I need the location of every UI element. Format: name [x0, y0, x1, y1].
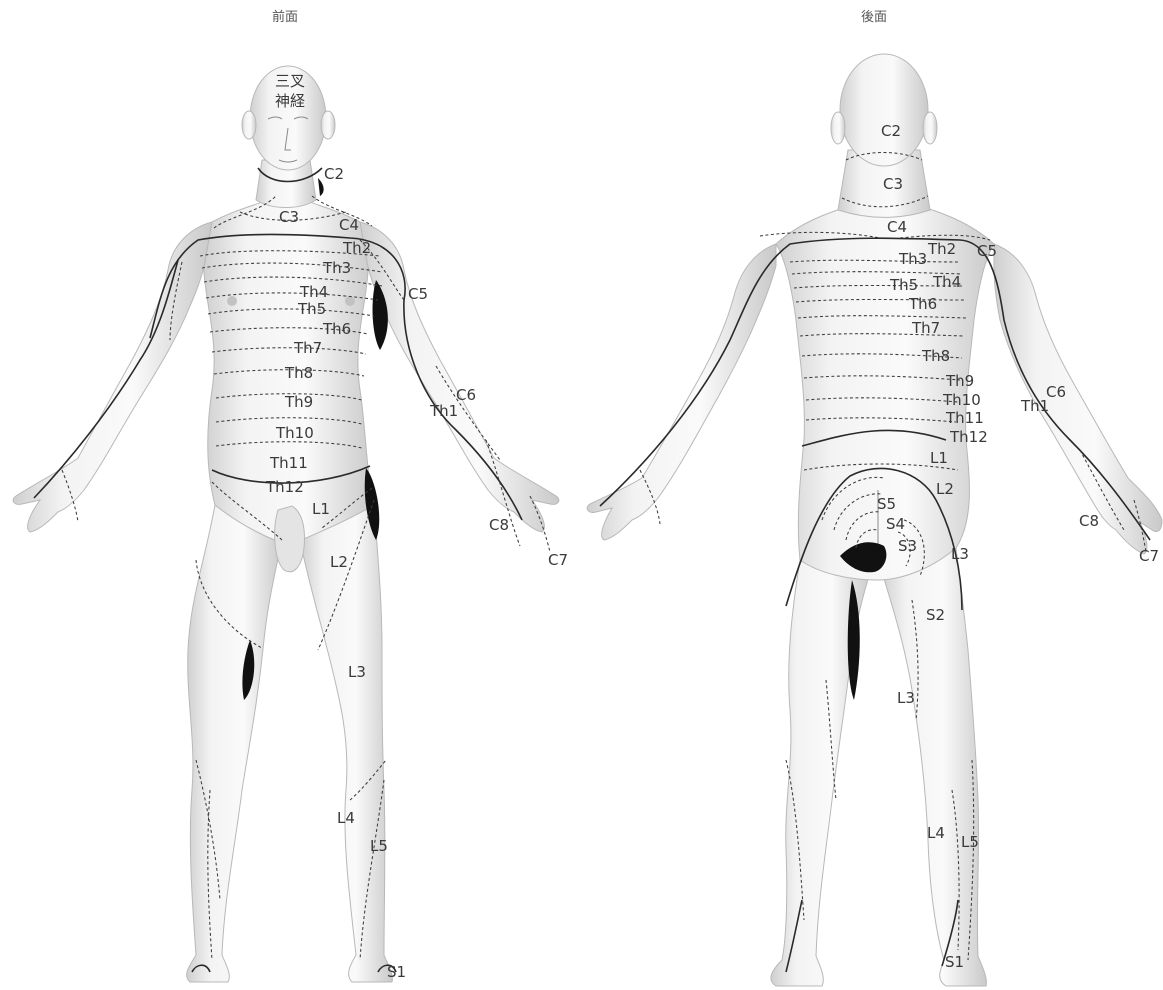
front-label-th3: Th3 — [322, 259, 351, 277]
front-label-l3: L3 — [348, 663, 366, 681]
back-body-figure — [587, 54, 1162, 986]
back-label-l1: L1 — [930, 449, 948, 467]
front-label-trigeminal-1: 三叉 — [275, 72, 305, 90]
back-view-title: 後面 — [861, 10, 887, 25]
back-label-c8: C8 — [1079, 512, 1099, 530]
front-label-l2: L2 — [330, 553, 348, 571]
back-label-th11: Th11 — [945, 409, 984, 427]
front-label-th4: Th4 — [299, 283, 328, 301]
back-label-th4: Th4 — [932, 273, 961, 291]
back-label-l3-upper: L3 — [951, 545, 969, 563]
front-label-th7: Th7 — [293, 339, 322, 357]
back-label-c4: C4 — [887, 218, 907, 236]
back-label-th12: Th12 — [949, 428, 988, 446]
front-label-th8: Th8 — [284, 364, 313, 382]
front-label-c7: C7 — [548, 551, 568, 569]
front-label-c2: C2 — [324, 165, 344, 183]
front-label-th11: Th11 — [269, 454, 308, 472]
front-label-th2: Th2 — [342, 239, 371, 257]
back-label-s3: S3 — [898, 537, 917, 555]
back-label-l5: L5 — [961, 833, 979, 851]
front-label-c4: C4 — [339, 216, 359, 234]
front-label-th6: Th6 — [322, 320, 351, 338]
front-label-trigeminal-2: 神経 — [275, 92, 305, 110]
front-label-l1: L1 — [312, 500, 330, 518]
back-label-th7: Th7 — [911, 319, 940, 337]
front-label-c8: C8 — [489, 516, 509, 534]
back-label-c2: C2 — [881, 122, 901, 140]
front-label-c6: C6 — [456, 386, 476, 404]
back-label-th3: Th3 — [898, 250, 927, 268]
front-label-th1: Th1 — [429, 402, 458, 420]
front-label-th5: Th5 — [297, 300, 326, 318]
back-label-th9: Th9 — [945, 372, 974, 390]
back-label-l4: L4 — [927, 824, 945, 842]
front-label-l5: L5 — [370, 837, 388, 855]
back-label-c5: C5 — [977, 242, 997, 260]
back-label-th6: Th6 — [908, 295, 937, 313]
back-label-l2: L2 — [936, 480, 954, 498]
back-label-s1: S1 — [945, 953, 964, 971]
front-body-figure — [13, 66, 559, 982]
front-label-l4: L4 — [337, 809, 355, 827]
front-label-s1: S1 — [387, 963, 406, 981]
back-label-s2: S2 — [926, 606, 945, 624]
back-label-s5: S5 — [877, 495, 896, 513]
back-label-c3: C3 — [883, 175, 903, 193]
front-label-c3: C3 — [279, 208, 299, 226]
back-label-th8: Th8 — [921, 347, 950, 365]
front-label-th9: Th9 — [284, 393, 313, 411]
back-label-th2: Th2 — [927, 240, 956, 258]
back-label-s4: S4 — [886, 515, 905, 533]
back-label-th5: Th5 — [889, 276, 918, 294]
front-label-th12: Th12 — [265, 478, 304, 496]
front-label-th10: Th10 — [275, 424, 314, 442]
front-label-c5: C5 — [408, 285, 428, 303]
back-label-th1: Th1 — [1020, 397, 1049, 415]
back-label-l3-lower: L3 — [897, 689, 915, 707]
back-label-th10: Th10 — [942, 391, 981, 409]
front-view-title: 前面 — [272, 9, 298, 25]
back-label-c7: C7 — [1139, 547, 1159, 565]
